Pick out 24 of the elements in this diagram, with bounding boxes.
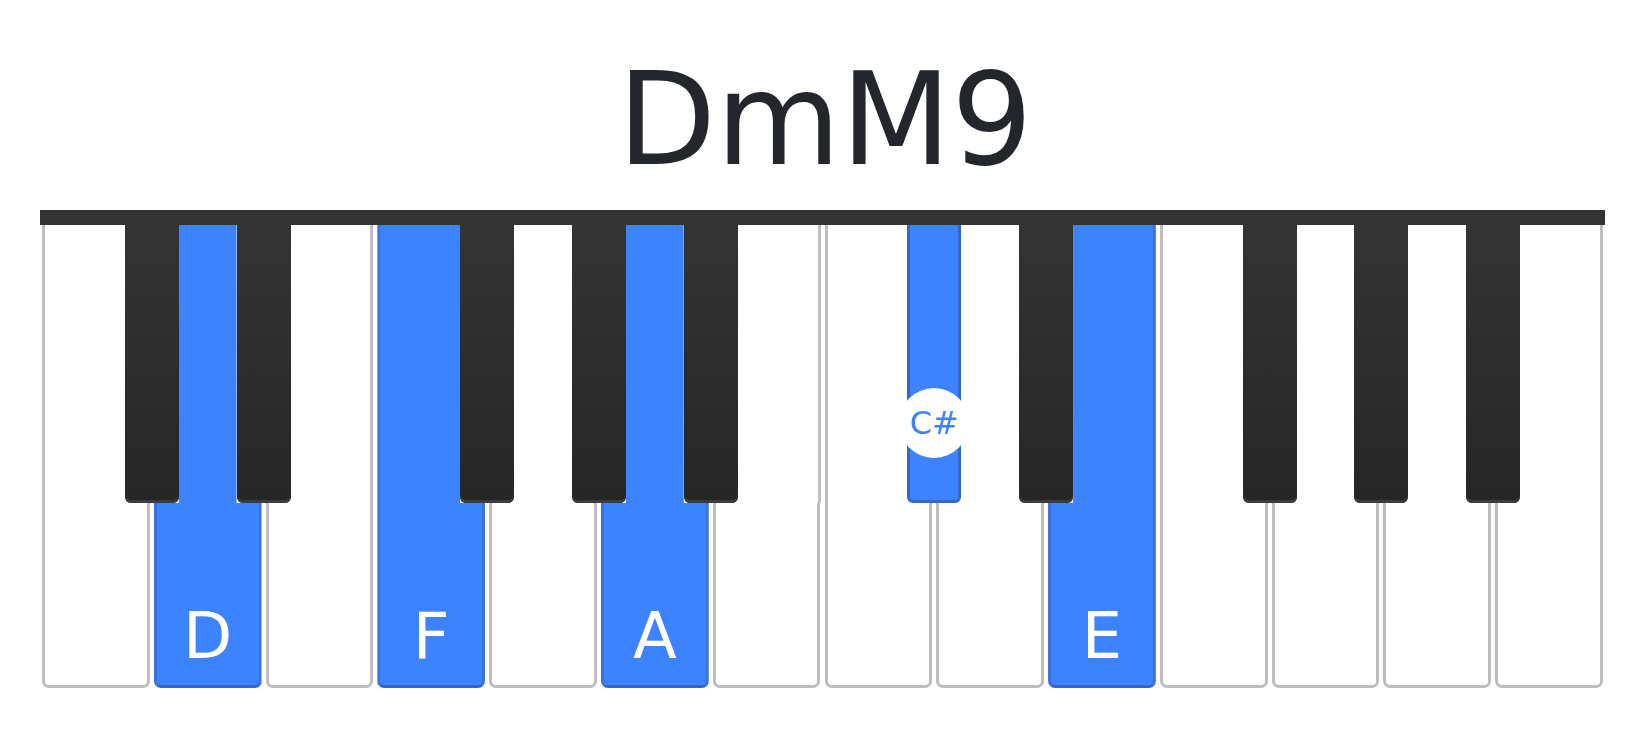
natural-key <box>824 503 933 688</box>
accidental-key <box>460 225 515 503</box>
accidental-key <box>1354 225 1409 503</box>
accidental-key <box>1466 225 1521 503</box>
natural-key <box>42 503 150 688</box>
natural-key <box>489 503 597 688</box>
natural-key <box>265 503 374 688</box>
accidental-key <box>236 225 291 503</box>
note-label: F <box>412 604 450 668</box>
accidental-key <box>1019 225 1074 503</box>
note-label: D <box>183 604 233 668</box>
natural-key <box>1495 503 1603 688</box>
accidental-key <box>683 225 738 503</box>
natural-key <box>1271 503 1380 688</box>
natural-key <box>1383 503 1492 688</box>
accidental-key <box>571 225 626 503</box>
accidental-key <box>124 225 179 503</box>
note-label: E <box>1081 604 1123 668</box>
accidental-key <box>1242 225 1297 503</box>
natural-key <box>712 503 821 688</box>
natural-key <box>1159 503 1268 688</box>
note-label: A <box>632 604 677 668</box>
natural-key <box>936 503 1045 688</box>
chord-title: DmM9 <box>617 56 1033 184</box>
